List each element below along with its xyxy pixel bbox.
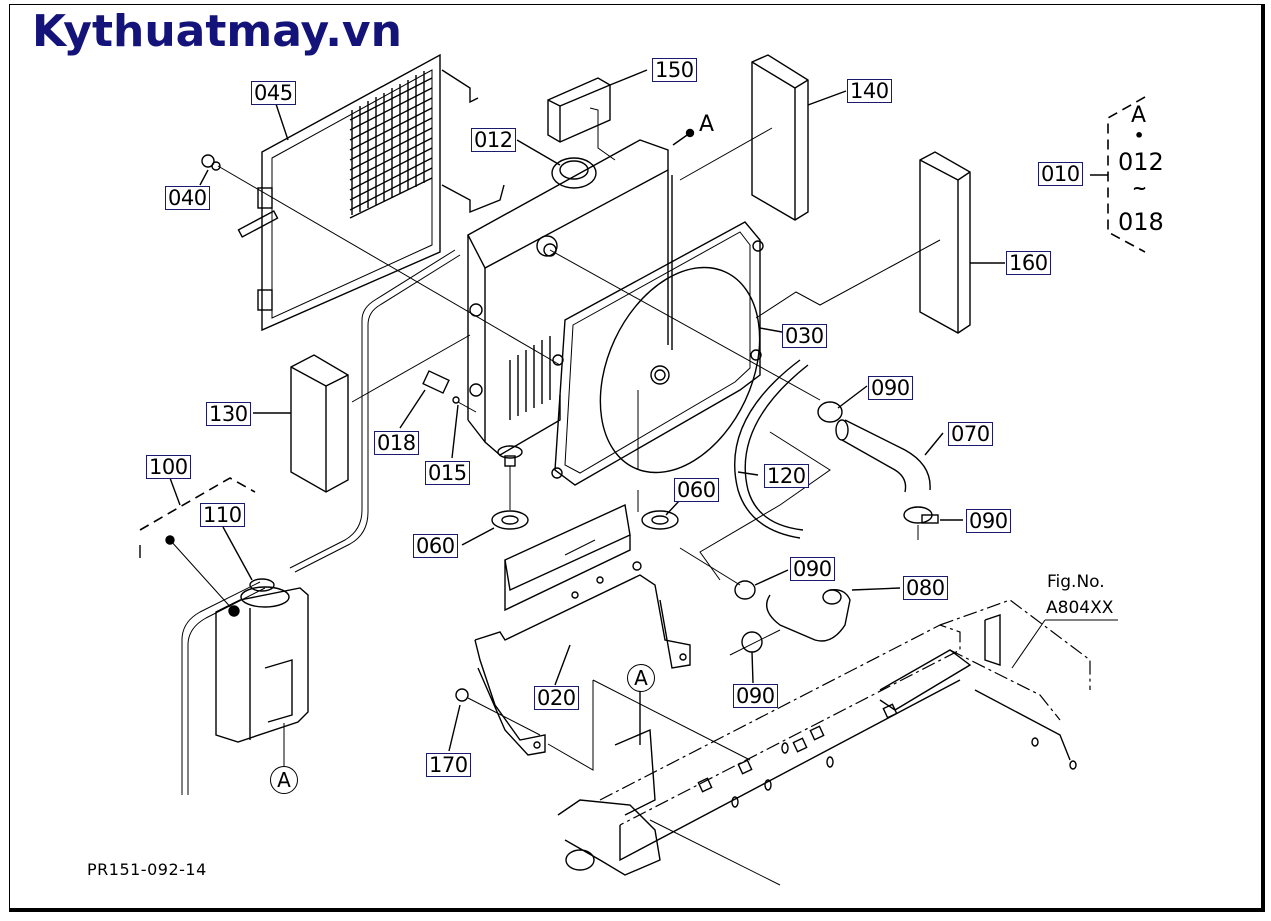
clamp-090-d-drawing — [741, 631, 763, 653]
bracket-020-drawing — [474, 503, 691, 756]
figure-ref-value[interactable]: A804XX — [1046, 598, 1114, 618]
callout-012[interactable]: 012 — [471, 128, 516, 152]
callout-150[interactable]: 150 — [652, 58, 697, 82]
reserve-tank-100-drawing — [139, 477, 309, 795]
callout-leader-lines — [169, 69, 1108, 752]
marker-a-dot — [685, 128, 695, 138]
callout-170[interactable]: 170 — [426, 753, 471, 777]
callout-100[interactable]: 100 — [146, 455, 191, 479]
radiator-010-drawing — [467, 139, 821, 510]
assembly-range-to: 018 — [1118, 208, 1164, 236]
sponge-140-drawing — [679, 54, 809, 221]
sponge-130-drawing — [290, 334, 471, 493]
callout-030[interactable]: 030 — [782, 324, 827, 348]
callout-015[interactable]: 015 — [425, 461, 470, 485]
sponge-160-drawing — [755, 151, 971, 334]
clamp-090-c-drawing — [734, 580, 756, 600]
bolt-040-drawing — [201, 154, 561, 366]
drawing-frame — [9, 4, 1265, 912]
callout-010[interactable]: 010 — [1038, 162, 1083, 186]
lower-hose-080-drawing — [766, 589, 851, 642]
reference-marker-a-circled-frame: A — [627, 664, 655, 692]
callout-018[interactable]: 018 — [374, 431, 419, 455]
callout-090-lower-hose-bottom[interactable]: 090 — [733, 684, 778, 708]
reference-marker-a-circled-tank: A — [270, 766, 298, 794]
sponge-150-drawing — [547, 77, 611, 143]
callout-130[interactable]: 130 — [206, 402, 251, 426]
assembly-marker-a: A — [1131, 103, 1147, 128]
callout-070[interactable]: 070 — [948, 422, 993, 446]
callout-080[interactable]: 080 — [903, 576, 948, 600]
assembly-range-separator: ~ — [1132, 178, 1148, 199]
reference-marker-a: A — [699, 112, 715, 137]
callout-020[interactable]: 020 — [534, 686, 579, 710]
callout-060-right[interactable]: 060 — [674, 478, 719, 502]
assembly-dot: • — [1134, 126, 1145, 145]
assembly-010-bracket — [1107, 96, 1146, 253]
chassis-frame-drawing — [557, 599, 1118, 886]
callout-060-left[interactable]: 060 — [413, 534, 458, 558]
fan-shroud-030-drawing — [551, 221, 764, 512]
cushion-060-left-drawing — [491, 510, 529, 530]
callout-090-lower-hose-top[interactable]: 090 — [790, 557, 835, 581]
seal-120-drawing — [699, 359, 831, 581]
callout-120[interactable]: 120 — [764, 464, 809, 488]
screen-045-drawing — [237, 53, 505, 332]
assembly-range-from: 012 — [1118, 148, 1164, 176]
callout-110[interactable]: 110 — [200, 503, 245, 527]
clamp-090-a-drawing — [817, 401, 843, 423]
bolt-170-drawing — [455, 688, 469, 702]
upper-hose-070-drawing — [835, 419, 931, 493]
figure-ref-label: Fig.No. — [1047, 572, 1105, 592]
callout-090-upper[interactable]: 090 — [868, 376, 913, 400]
drain-cock-018-drawing — [422, 370, 477, 413]
callout-160[interactable]: 160 — [1006, 251, 1051, 275]
callout-040[interactable]: 040 — [165, 186, 210, 210]
callout-140[interactable]: 140 — [847, 79, 892, 103]
cushion-060-right-drawing — [641, 510, 679, 530]
drawing-code: PR151-092-14 — [87, 860, 207, 879]
callout-045[interactable]: 045 — [251, 81, 296, 105]
site-watermark: Kythuatmay.vn — [32, 6, 402, 57]
callout-090-hose-lower[interactable]: 090 — [966, 509, 1011, 533]
